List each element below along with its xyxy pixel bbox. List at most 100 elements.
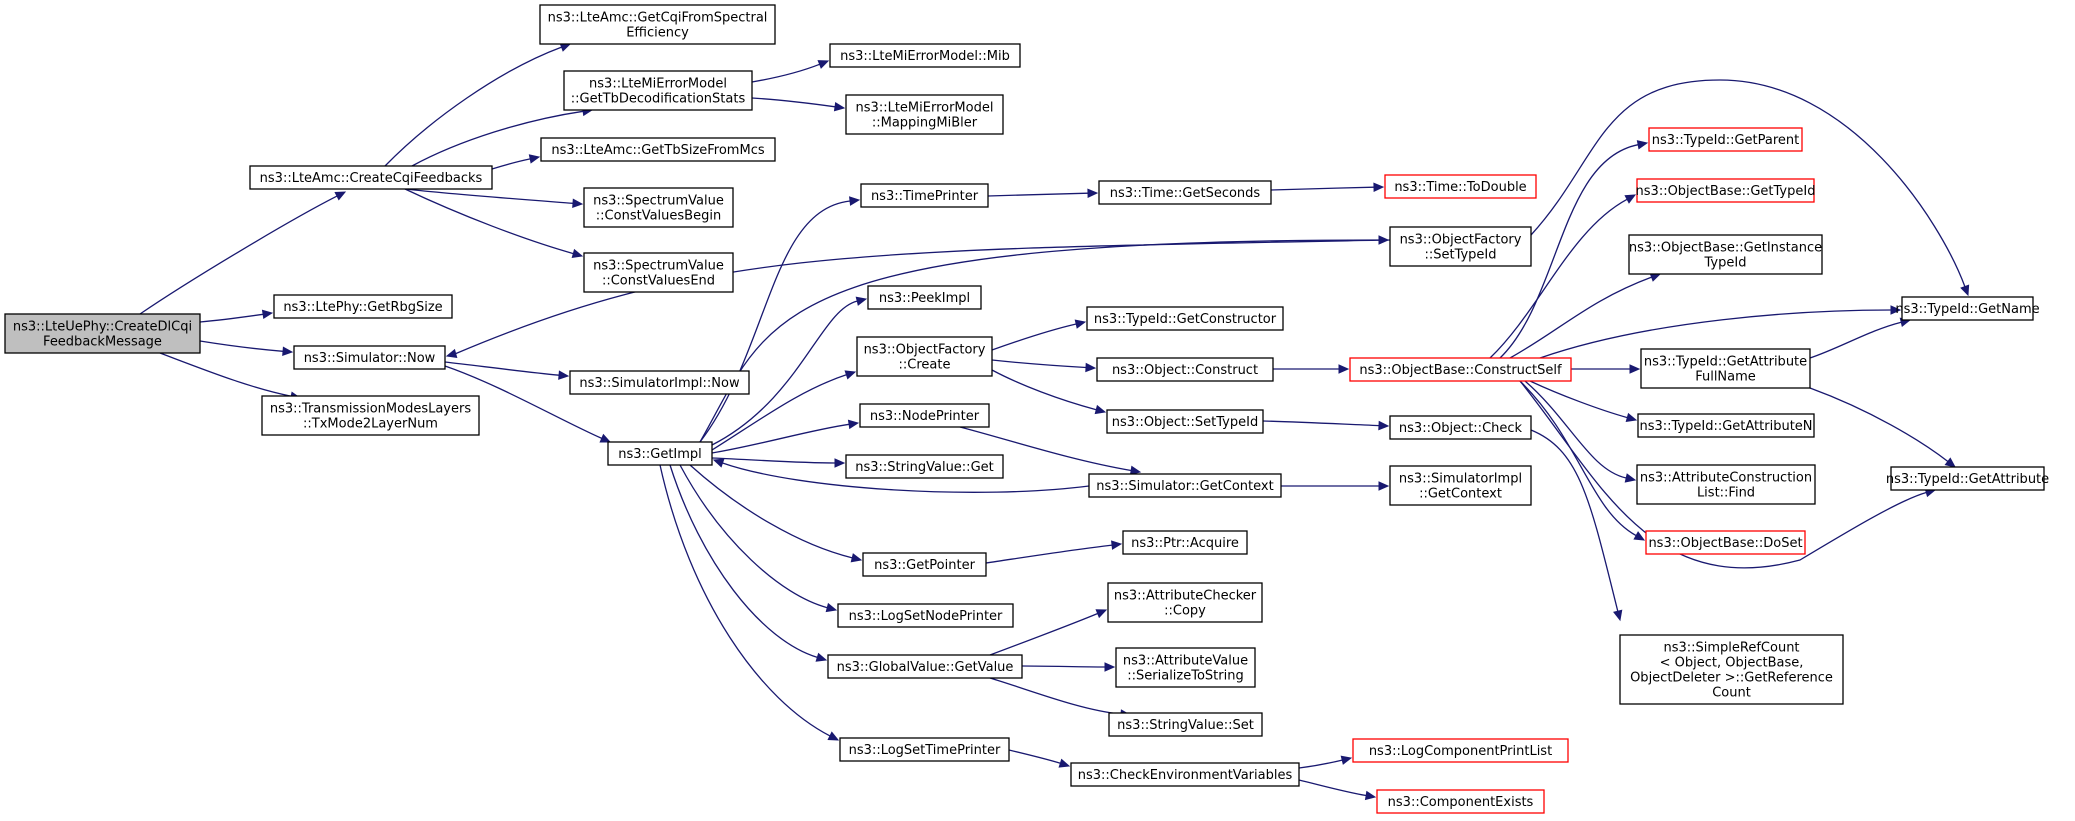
node-box: [569, 370, 750, 395]
edge-arrowhead: [844, 370, 857, 380]
node-logsettime[interactable]: ns3::LogSetTimePrinter: [839, 737, 1010, 762]
node-objcheck[interactable]: ns3::Object::Check: [1389, 415, 1532, 440]
edge-line: [1539, 309, 1892, 359]
edge-line: [989, 677, 1122, 715]
edge-line: [1529, 380, 1628, 419]
node-simimplctx[interactable]: ns3::SimulatorImpl::GetContext: [1389, 465, 1532, 506]
node-box: [583, 252, 734, 293]
node-mib[interactable]: ns3::LteMiErrorModel::Mib: [829, 43, 1021, 68]
node-box: [261, 395, 480, 436]
edge-root-rbg: [199, 309, 274, 323]
edge-arrowhead: [1129, 465, 1142, 476]
node-todouble[interactable]: ns3::Time::ToDouble: [1384, 174, 1537, 199]
edge-cqifb-tbsize: [491, 154, 541, 170]
node-box: [1645, 530, 1806, 555]
edge-getimpl-logsetnode: [679, 464, 838, 613]
edge-arrowhead: [528, 154, 541, 164]
node-doset[interactable]: ns3::ObjectBase::DoSet: [1645, 530, 1806, 555]
node-logsetnode[interactable]: ns3::LogSetNodePrinter: [837, 603, 1014, 628]
node-getconstructor[interactable]: ns3::TypeId::GetConstructor: [1086, 306, 1284, 331]
edge-constructself-getname: [1539, 305, 1902, 359]
node-label: ns3::SpectrumValue: [593, 259, 724, 274]
edge-line: [1489, 198, 1628, 359]
node-cqispec[interactable]: ns3::LteAmc::GetCqiFromSpectralEfficienc…: [539, 4, 776, 45]
node-ptracquire[interactable]: ns3::Ptr::Acquire: [1122, 530, 1248, 555]
node-ofcreate[interactable]: ns3::ObjectFactory::Create: [856, 336, 993, 377]
node-mapmi[interactable]: ns3::LteMiErrorModel::MappingMiBler: [845, 94, 1004, 135]
node-obgettypeid[interactable]: ns3::ObjectBase::GetTypeId: [1636, 178, 1816, 203]
node-checkenv[interactable]: ns3::CheckEnvironmentVariables: [1070, 762, 1300, 787]
edge-ofcreate-objconstruct: [991, 359, 1097, 373]
edge-arrowhead: [1624, 194, 1637, 204]
node-tbsize[interactable]: ns3::LteAmc::GetTbSizeFromMcs: [540, 137, 776, 162]
node-constructself[interactable]: ns3::ObjectBase::ConstructSelf: [1349, 357, 1572, 382]
node-label: ns3::TypeId::GetAttribute: [1886, 472, 2049, 487]
edge-ofcreate-getconstructor: [991, 319, 1087, 351]
node-label: ::GetTbDecodificationStats: [571, 92, 746, 107]
node-label: ns3::TimePrinter: [871, 189, 979, 204]
node-box: [1901, 296, 2034, 321]
node-txmode[interactable]: ns3::TransmissionModesLayers::TxMode2Lay…: [261, 395, 480, 436]
edge-ofcreate-objsettypeid: [991, 369, 1107, 415]
node-timeprinter[interactable]: ns3::TimePrinter: [860, 183, 989, 208]
node-svget[interactable]: ns3::StringValue::Get: [845, 454, 1004, 479]
node-tbdec[interactable]: ns3::LteMiErrorModel::GetTbDecodificatio…: [563, 70, 753, 111]
node-box: [293, 345, 446, 370]
edge-line: [1499, 144, 1639, 359]
node-label: ns3::StringValue::Set: [1117, 718, 1254, 733]
node-box: [1088, 473, 1282, 498]
node-svset[interactable]: ns3::StringValue::Set: [1108, 712, 1263, 737]
node-getattrn[interactable]: ns3::TypeId::GetAttributeN: [1637, 413, 1815, 438]
edge-line: [689, 464, 853, 559]
node-root[interactable]: ns3::LteUePhy::CreateDlCqiFeedbackMessag…: [4, 313, 201, 354]
node-nodeprinter[interactable]: ns3::NodePrinter: [859, 403, 990, 428]
node-objconstruct[interactable]: ns3::Object::Construct: [1096, 357, 1274, 382]
node-compexists[interactable]: ns3::ComponentExists: [1376, 789, 1545, 814]
edge-line: [384, 46, 562, 167]
node-getname[interactable]: ns3::TypeId::GetName: [1895, 296, 2040, 321]
edge-line: [444, 361, 560, 376]
node-getimpl[interactable]: ns3::GetImpl: [607, 441, 713, 466]
node-box: [1648, 127, 1803, 152]
node-objsettypeid[interactable]: ns3::Object::SetTypeId: [1106, 409, 1264, 434]
edge-simnow-getimpl: [444, 365, 612, 443]
node-label: ns3::ObjectBase::GetTypeId: [1636, 184, 1816, 199]
node-ofsettypeid[interactable]: ns3::ObjectFactory::SetTypeId: [1389, 226, 1532, 267]
node-simgetcontext[interactable]: ns3::Simulator::GetContext: [1088, 473, 1282, 498]
node-logcomp[interactable]: ns3::LogComponentPrintList: [1352, 738, 1569, 763]
node-simnow[interactable]: ns3::Simulator::Now: [293, 345, 446, 370]
node-box: [1107, 582, 1263, 623]
node-getpointer[interactable]: ns3::GetPointer: [862, 552, 987, 577]
node-label: ns3::LtePhy::GetRbgSize: [283, 300, 442, 315]
node-refcount[interactable]: ns3::SimpleRefCount< Object, ObjectBase,…: [1619, 634, 1844, 705]
node-box: [1636, 178, 1815, 203]
node-label: FeedbackMessage: [43, 335, 162, 350]
edge-line: [159, 352, 292, 397]
node-box: [856, 336, 993, 377]
node-getparent[interactable]: ns3::TypeId::GetParent: [1648, 127, 1803, 152]
node-box: [1389, 415, 1532, 440]
node-getseconds[interactable]: ns3::Time::GetSeconds: [1098, 180, 1272, 205]
node-rbg[interactable]: ns3::LtePhy::GetRbgSize: [273, 294, 453, 319]
edge-arrowhead: [833, 101, 846, 112]
node-box: [862, 552, 987, 577]
node-box: [1384, 174, 1537, 199]
node-cvbegin[interactable]: ns3::SpectrumValue::ConstValuesBegin: [583, 187, 734, 228]
node-getattr[interactable]: ns3::TypeId::GetAttribute: [1886, 466, 2049, 491]
node-cvend[interactable]: ns3::SpectrumValue::ConstValuesEnd: [583, 252, 734, 293]
node-avser[interactable]: ns3::AttributeValue::SerializeToString: [1115, 647, 1256, 688]
edge-gvgetvalue-svset: [989, 677, 1132, 719]
node-label: ::Copy: [1164, 604, 1206, 619]
node-label: ns3::LteMiErrorModel: [856, 101, 994, 116]
node-box: [1376, 789, 1545, 814]
node-simimplnow[interactable]: ns3::SimulatorImpl::Now: [569, 370, 750, 395]
node-peekimpl[interactable]: ns3::PeekImpl: [867, 285, 982, 310]
node-cqifb[interactable]: ns3::LteAmc::CreateCqiFeedbacks: [249, 165, 493, 190]
node-acccopy[interactable]: ns3::AttributeChecker::Copy: [1107, 582, 1263, 623]
node-gvgetvalue[interactable]: ns3::GlobalValue::GetValue: [827, 654, 1023, 679]
node-label: ns3::Simulator::Now: [304, 351, 436, 366]
nodes-layer: ns3::LteUePhy::CreateDlCqiFeedbackMessag…: [4, 4, 2049, 814]
